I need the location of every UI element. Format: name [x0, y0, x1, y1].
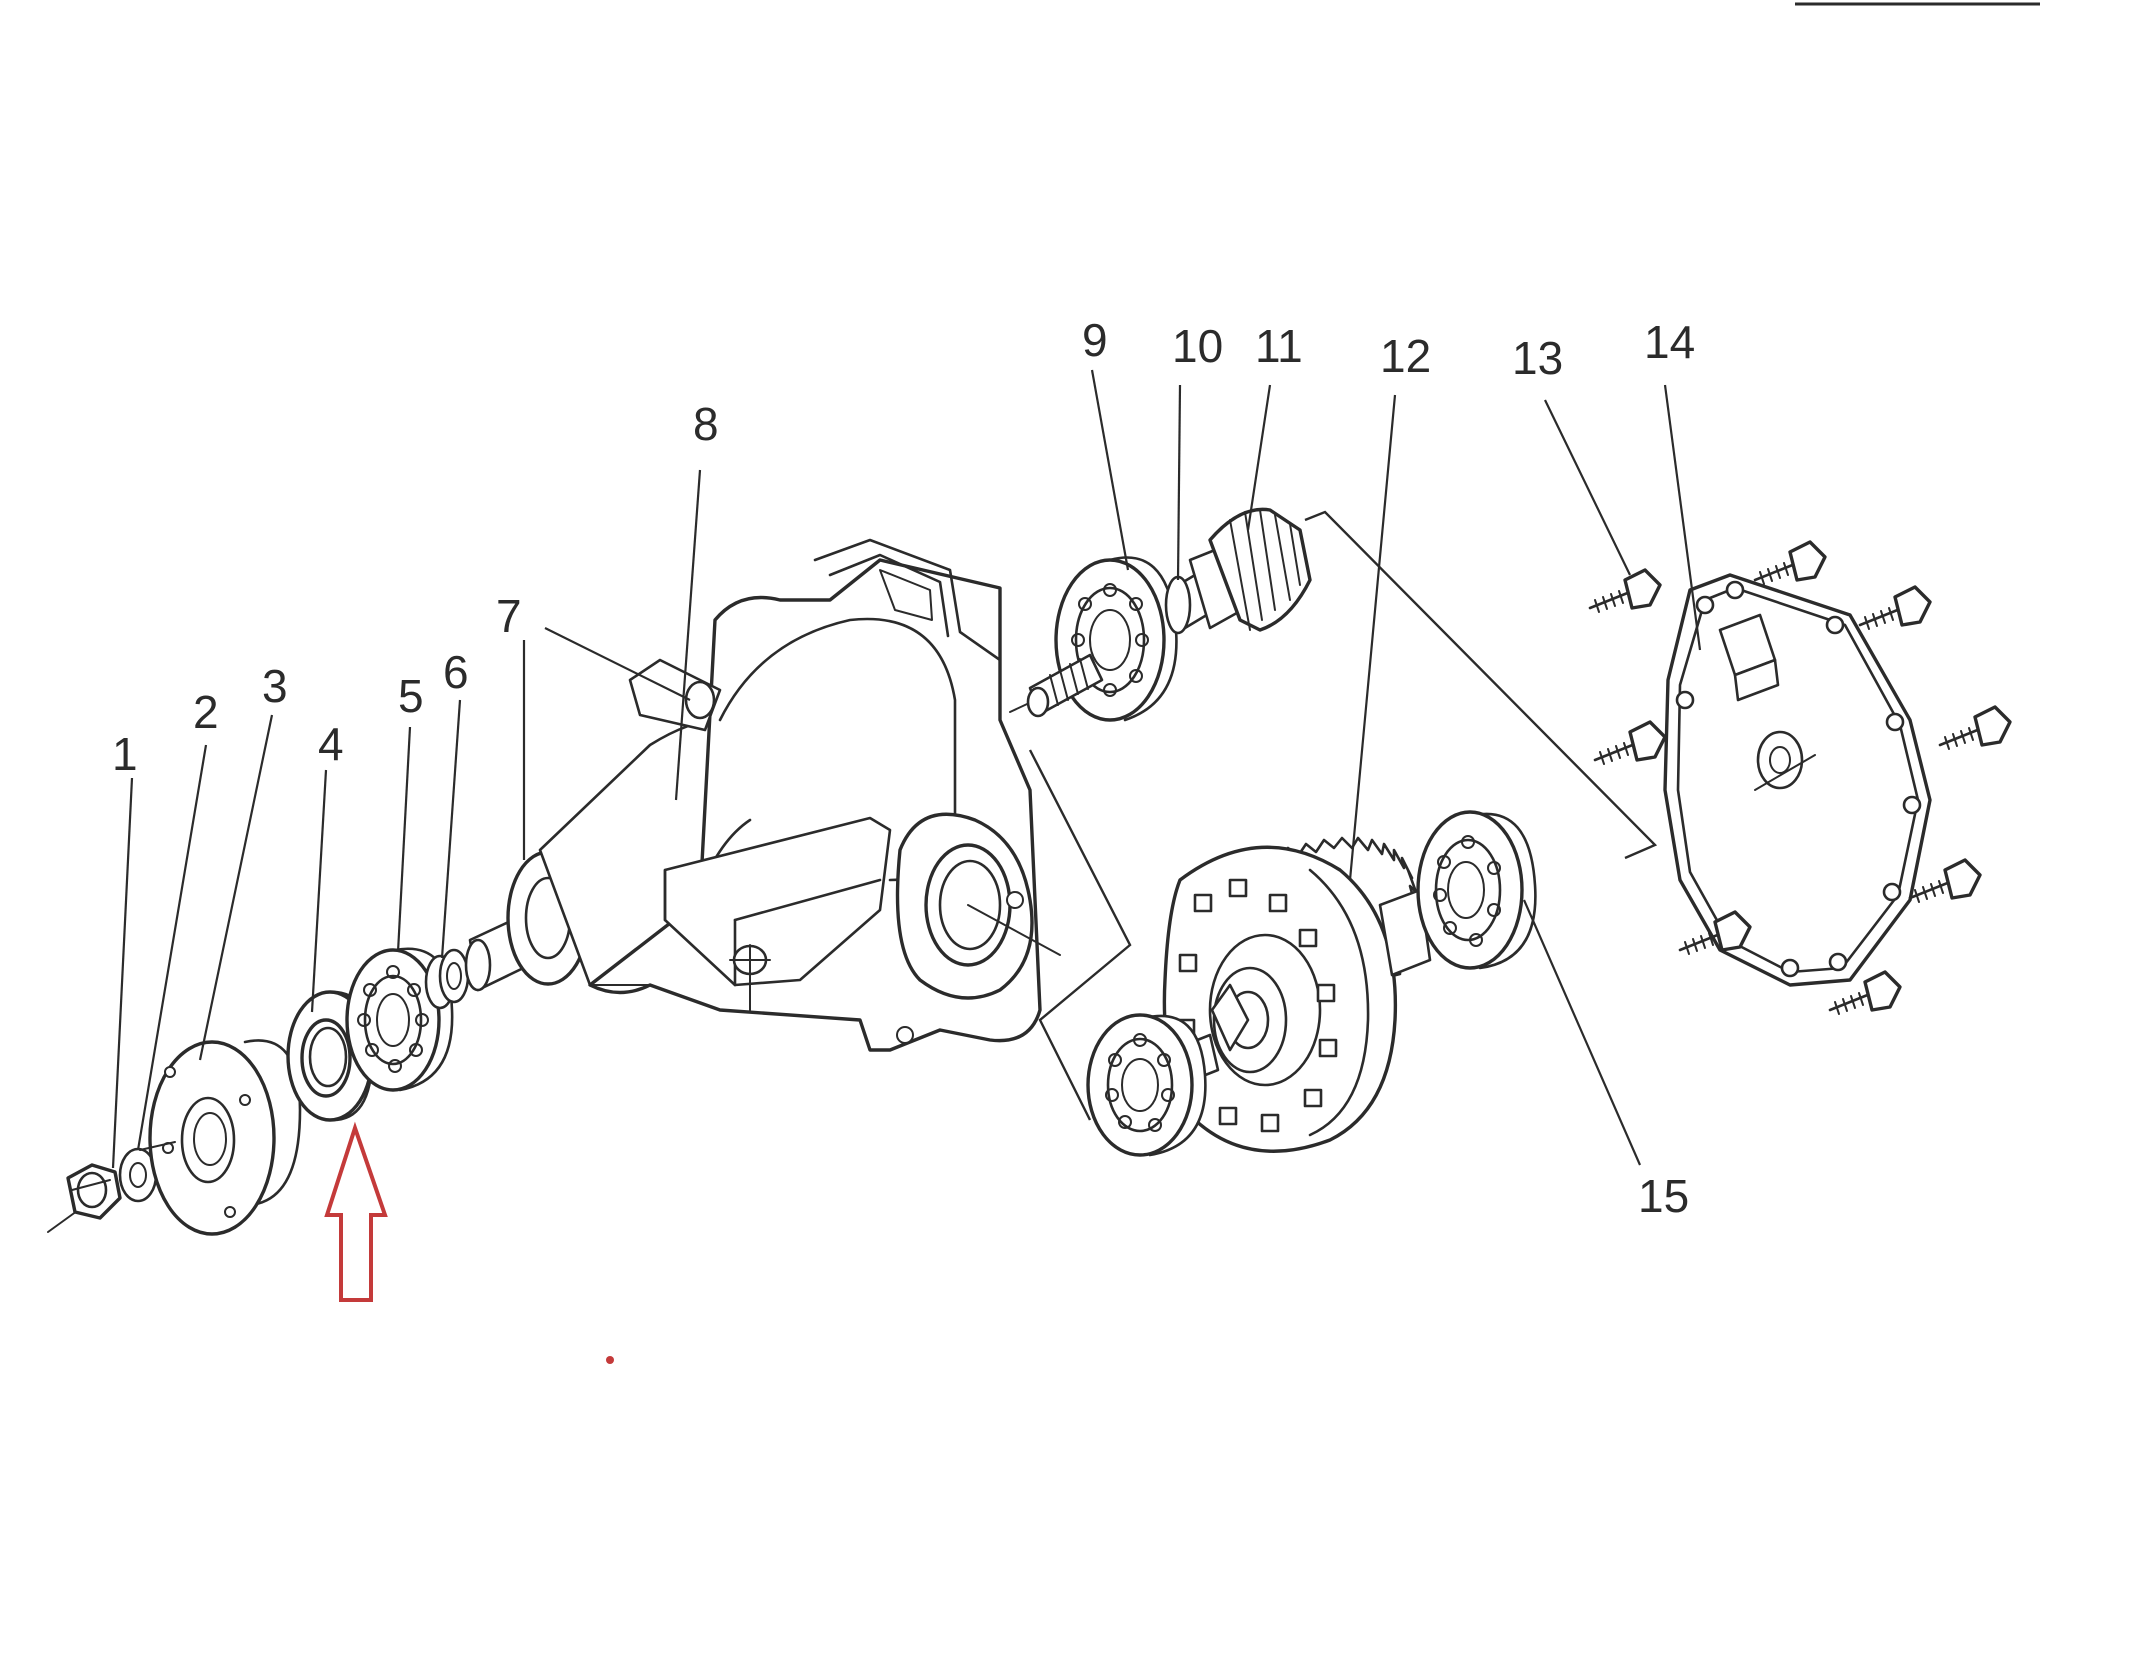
part-8-carrier-housing [464, 538, 1061, 1052]
assembly-bracket-lower [1028, 749, 1132, 1121]
part-14-rear-cover [1663, 573, 1932, 987]
part-labels: 1 2 3 4 5 6 7 8 9 10 11 12 13 14 15 [112, 314, 1695, 1222]
label-4: 4 [318, 718, 344, 770]
part-15-side-bearing-right [1416, 810, 1537, 970]
bolt-b [1753, 540, 1827, 585]
part-1-nut [47, 1163, 122, 1233]
label-9: 9 [1082, 314, 1108, 366]
part-6-shim [424, 948, 470, 1010]
part-15-side-bearing-left [1086, 1013, 1207, 1157]
label-7: 7 [496, 590, 522, 642]
bolt-h [1828, 970, 1902, 1015]
assembly-bracket-upper [1304, 510, 1658, 860]
label-8: 8 [693, 398, 719, 450]
label-14: 14 [1644, 316, 1695, 368]
bolt-d [1593, 720, 1667, 765]
pinion-teeth [1229, 509, 1301, 631]
bolt-c [1858, 585, 1932, 630]
bolt-a [1588, 568, 1662, 613]
leader-lines [111, 369, 1702, 1169]
red-marker-dot [606, 1356, 614, 1364]
label-15: 15 [1638, 1170, 1689, 1222]
part-10-11-drive-pinion [1009, 507, 1312, 718]
part-3-flange [139, 1039, 302, 1236]
label-6: 6 [443, 646, 469, 698]
label-11: 11 [1255, 320, 1303, 372]
part-13-cover-bolts [1588, 540, 2012, 1015]
bolt-e [1938, 705, 2012, 750]
pinion-spline [1049, 658, 1089, 706]
label-3: 3 [262, 660, 288, 712]
bolt-g [1908, 858, 1982, 903]
label-1: 1 [112, 728, 138, 780]
label-12: 12 [1380, 330, 1431, 382]
bearing-5-rollers [357, 965, 429, 1073]
label-13: 13 [1512, 332, 1563, 384]
label-5: 5 [398, 670, 424, 722]
highlight-arrow-up [324, 1121, 388, 1302]
label-2: 2 [193, 686, 219, 738]
bolt-f [1678, 910, 1752, 955]
label-10: 10 [1172, 320, 1223, 372]
